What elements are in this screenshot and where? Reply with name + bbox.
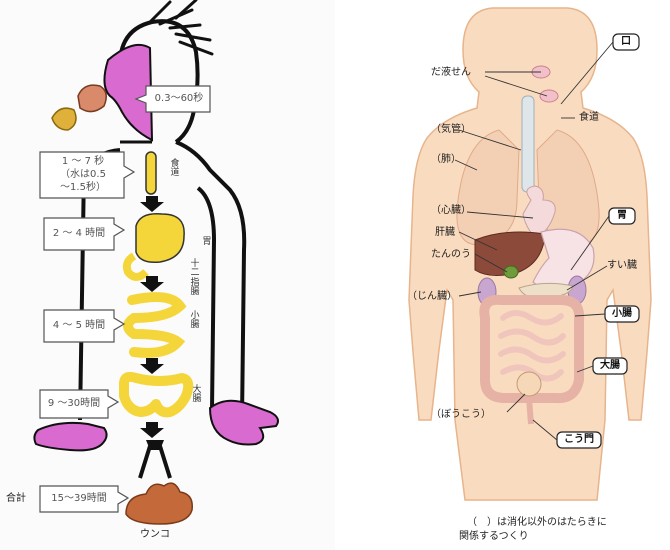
head-outline xyxy=(117,19,200,144)
label-stomach-right: 胃 xyxy=(617,210,627,221)
left-leg xyxy=(138,445,152,479)
callout-small-intestine xyxy=(43,309,126,343)
small-intestine-organ xyxy=(123,292,187,358)
food-bite xyxy=(77,84,107,113)
label-mouth: 口 xyxy=(621,36,631,47)
label-liver: 肝臓 xyxy=(435,227,455,238)
label-salivary-gland: だ液せん xyxy=(431,67,471,78)
food-bite-small xyxy=(51,107,77,131)
callout-mouth xyxy=(134,85,211,113)
large-intestine-organ-right xyxy=(479,294,585,404)
right-arm-inner xyxy=(196,186,217,411)
time-esophagus-line3: ～1.5秒） xyxy=(60,182,106,193)
label-esophagus-right: 食道 xyxy=(579,112,599,123)
label-lungs: （肺） xyxy=(431,154,461,165)
time-small-intestine: 4 ～ 5 時間 xyxy=(52,320,106,331)
right-leg xyxy=(158,445,172,479)
left-lung xyxy=(456,129,520,246)
time-large-intestine: 9 ～30時間 xyxy=(47,398,101,409)
label-feces: ウンコ xyxy=(140,529,170,540)
feces-drawing xyxy=(125,482,193,525)
note-line2: 関係するつくり xyxy=(459,531,529,542)
label-pancreas: すい臓 xyxy=(607,260,637,271)
flow-arrows xyxy=(140,196,164,438)
label-anus: こう門 xyxy=(564,434,594,445)
label-duodenum: 十二指腸 xyxy=(190,259,200,298)
label-stomach: 胃 xyxy=(202,237,212,247)
salivary-gland-lower xyxy=(539,89,559,103)
label-bladder: （ぼうこう） xyxy=(431,409,491,420)
time-total: 15～39時間 xyxy=(51,493,107,504)
label-trachea: （気管） xyxy=(431,124,471,135)
duodenum-organ xyxy=(122,252,149,281)
time-mouth: 0.3～60秒 xyxy=(154,93,204,104)
right-arm-outer xyxy=(175,140,247,421)
total-label: 合計 xyxy=(6,493,26,504)
label-small-intestine-right: 小腸 xyxy=(612,308,632,319)
small-intestine-organ-right xyxy=(498,310,566,382)
body-anatomy-drawing xyxy=(408,7,652,501)
label-kidney: （じん臓） xyxy=(407,291,457,302)
label-large-intestine-right: 大腸 xyxy=(600,360,620,371)
label-esophagus: 食道 xyxy=(170,159,180,179)
right-hand xyxy=(208,399,279,446)
time-stomach: 2 ～ 4 時間 xyxy=(52,228,106,239)
left-hand xyxy=(33,421,108,452)
time-esophagus-line1: 1 ～ 7 秒 xyxy=(61,156,105,167)
callout-total xyxy=(39,485,130,513)
bladder-organ xyxy=(516,371,542,397)
large-intestine-organ xyxy=(119,371,194,418)
liver-organ xyxy=(474,231,546,276)
gallbladder-organ xyxy=(503,265,519,279)
mouth-cavity xyxy=(103,44,154,142)
label-heart: （心臓） xyxy=(431,205,471,216)
rectum-organ xyxy=(526,397,534,425)
note-line1: （ ）は消化以外のはたらきに xyxy=(467,517,607,528)
trachea-organ xyxy=(521,95,535,193)
callout-esophagus xyxy=(39,151,136,199)
time-callouts xyxy=(39,85,211,513)
stomach-organ xyxy=(135,213,185,264)
digestive-organs-diagram: 口 だ液せん 食道 （気管） （肺） （心臓） 肝臓 たんのう 胃 すい臓 （じ… xyxy=(335,0,670,550)
label-large-intestine: 大腸 xyxy=(192,385,202,405)
callout-stomach xyxy=(43,217,126,251)
esophagus-organ xyxy=(145,151,157,195)
anus-marker xyxy=(146,440,164,450)
time-esophagus-line2: （水は0.5 xyxy=(60,169,106,180)
digestion-time-diagram: 0.3～60秒 1 ～ 7 秒 （水は0.5 ～1.5秒） 2 ～ 4 時間 4… xyxy=(6,0,279,540)
callout-large-intestine xyxy=(39,389,120,419)
label-gallbladder: たんのう xyxy=(431,249,471,260)
stick-figure-drawing xyxy=(33,0,279,525)
leader-lines xyxy=(454,41,614,441)
label-small-intestine: 小腸 xyxy=(190,311,200,331)
